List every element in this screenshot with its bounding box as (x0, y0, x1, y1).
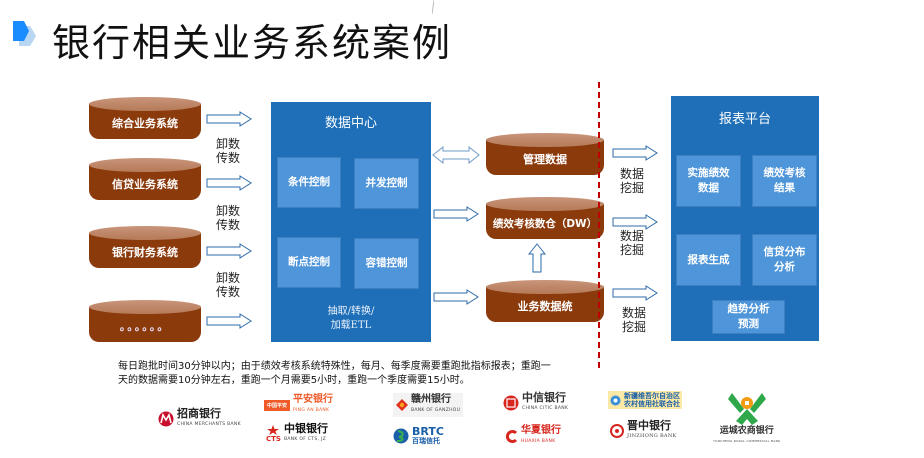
storage-label: 管理数据 (523, 153, 567, 166)
source-system-label: 综合业务系统 (112, 117, 178, 130)
transfer-label: 卸数传数 (215, 204, 240, 232)
cmb-logo-icon (158, 411, 174, 427)
mining-label: 数据挖掘 (621, 306, 646, 334)
jinzhong-logo-icon (610, 424, 624, 438)
arrow-right-icon (433, 206, 479, 222)
arrow-right-icon (612, 214, 658, 230)
logo-xinjiang-rcc: 新疆维吾尔自治区农村信用社联合社 (608, 391, 682, 409)
source-system-cylinder: 银行财务系统 (89, 226, 201, 268)
brtc-logo-icon (393, 428, 409, 443)
transfer-label: 卸数传数 (215, 271, 240, 299)
control-box: 条件控制 (277, 157, 341, 208)
control-box: 并发控制 (354, 158, 419, 209)
page-title: 银行相关业务系统案例 (52, 21, 453, 65)
bidirectional-arrow-icon (432, 146, 480, 164)
arrow-up-icon (528, 243, 546, 273)
source-system-label: 银行财务系统 (112, 246, 178, 259)
arrow-right-icon (612, 285, 658, 301)
data-center-title: 数据中心 (324, 116, 377, 131)
etl-label: 抽取/转换/加载ETL (327, 306, 375, 331)
source-system-label: 信贷业务系统 (112, 178, 178, 191)
arrow-right-icon (206, 243, 252, 259)
control-box: 断点控制 (277, 237, 341, 288)
source-system-cylinder: 。。。。。。 (89, 300, 201, 342)
report-item-box: 趋势分析预测 (712, 300, 785, 334)
ganzhou-logo-icon (396, 399, 408, 411)
control-box: 容错控制 (354, 238, 419, 289)
decorative-line (432, 0, 434, 14)
yuncheng-logo-icon (727, 393, 766, 425)
report-item-box: 实施绩效数据 (676, 155, 741, 207)
report-item-box: 信贷分布分析 (752, 234, 817, 286)
report-platform-title: 报表平台 (718, 112, 771, 127)
storage-cylinder: 管理数据 (486, 133, 604, 175)
arrow-right-icon (206, 111, 252, 127)
mining-label: 数据挖掘 (619, 229, 644, 257)
xinjiang-logo-icon (610, 395, 621, 405)
star-icon (267, 425, 280, 435)
report-item-box: 报表生成 (676, 234, 741, 286)
source-system-cylinder: 综合业务系统 (89, 97, 201, 139)
storage-cylinder: 绩效考核数仓（DW） (486, 197, 604, 239)
storage-label: 绩效考核数仓（DW） (492, 218, 598, 230)
arrow-right-icon (612, 145, 658, 161)
arrow-right-icon (206, 313, 252, 329)
storage-cylinder: 业务数据统 (486, 280, 604, 322)
title-bullet-icon (13, 21, 36, 46)
data-center-panel: 数据中心 条件控制 并发控制 断点控制 容错控制 抽取/转换/加载ETL (271, 102, 431, 342)
report-item-box: 绩效考核结果 (752, 155, 817, 207)
transfer-label: 卸数传数 (215, 137, 240, 165)
mining-label: 数据挖掘 (619, 167, 644, 195)
report-platform-panel: 报表平台 实施绩效数据 绩效考核结果 报表生成 信贷分布分析 趋势分析预测 (671, 96, 819, 341)
source-system-cylinder: 信贷业务系统 (89, 158, 201, 200)
performance-note: 每日跑批时间30分钟以内；由于绩效考核系统特殊性，每月、每季度需要重跑批指标报表… (118, 361, 551, 386)
storage-label: 业务数据统 (517, 300, 573, 313)
huaxia-logo-icon (506, 429, 518, 443)
section-divider (598, 82, 600, 368)
arrow-right-icon (206, 175, 252, 191)
source-system-label: 。。。。。。 (119, 320, 171, 333)
pingan-badge-icon: 中国平安 (264, 399, 291, 411)
citic-logo-icon (503, 395, 519, 411)
arrow-right-icon (433, 289, 479, 305)
